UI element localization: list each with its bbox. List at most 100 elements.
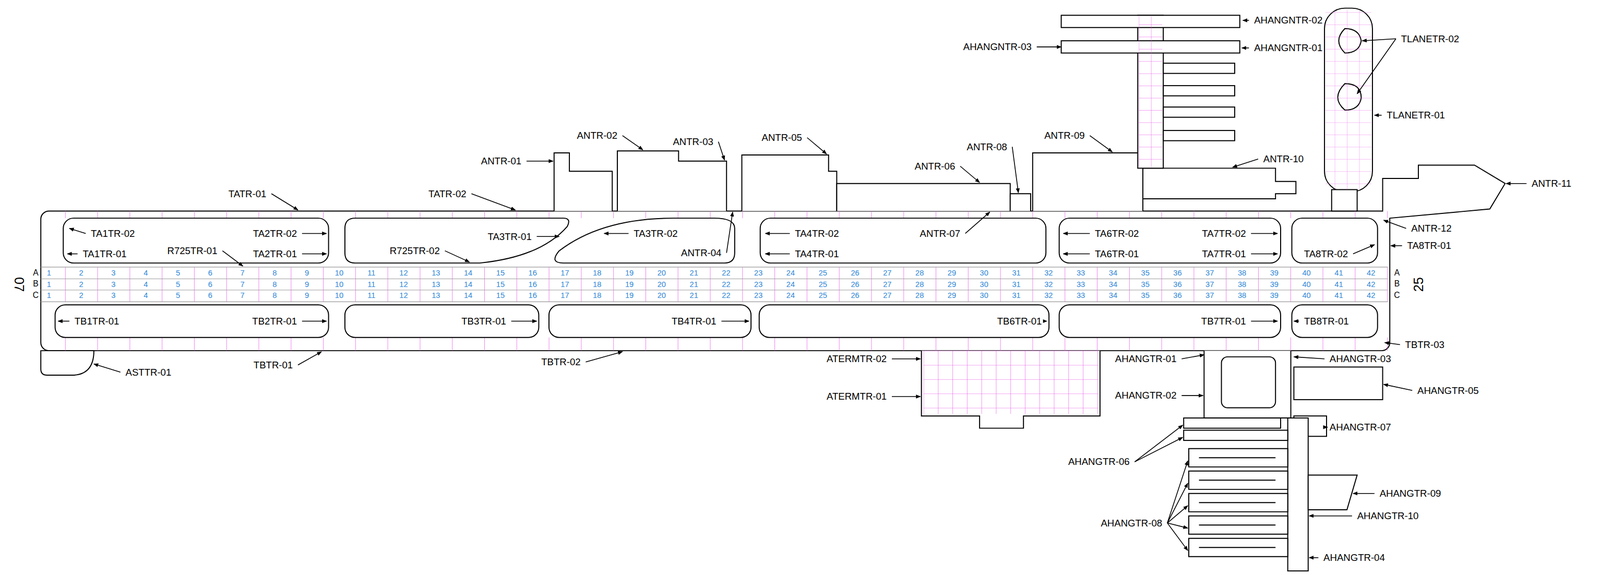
callout-label: TB3TR-01: [460, 316, 508, 327]
row-letter: A: [1394, 269, 1400, 278]
callout-label: ANTR-11: [1530, 178, 1573, 189]
panel-number: 5: [175, 291, 181, 300]
panel-number: 17: [560, 269, 569, 278]
panel-number: 16: [528, 291, 537, 300]
panel-number: 12: [399, 280, 408, 289]
panel-number: 15: [496, 269, 505, 278]
panel-number: 31: [1011, 269, 1021, 278]
row-letter: C: [32, 291, 39, 301]
row-letter: C: [1393, 291, 1400, 301]
panel-number: 40: [1302, 269, 1311, 278]
row-letter: B: [1394, 280, 1400, 289]
callout-label: R725TR-02: [388, 245, 441, 256]
panel-number: 24: [786, 291, 795, 300]
callout-label: TA6TR-01: [1093, 248, 1140, 259]
callout-label: ASTTR-01: [124, 367, 173, 378]
panel-number: 35: [1141, 291, 1150, 300]
panel-number: 8: [272, 280, 277, 289]
panel-number: 5: [175, 280, 181, 289]
panel-number: 36: [1173, 291, 1182, 300]
panel-number: 10: [335, 291, 344, 300]
callout-label: TA2TR-01: [252, 248, 298, 259]
panel-number: 12: [399, 269, 408, 278]
panel-number: 11: [367, 269, 376, 278]
callout-label: ANTR-10: [1262, 154, 1305, 165]
panel-number: 1: [46, 269, 52, 278]
panel-number: 7: [240, 269, 245, 278]
callout-label: AHANGTR-08: [1100, 518, 1164, 529]
callout-label: AHANGTR-06: [1067, 457, 1131, 468]
callout-label: ANTR-03: [671, 136, 714, 147]
callout-label: TB1TR-01: [73, 316, 121, 327]
panel-number: 9: [304, 291, 309, 300]
row-letter: B: [32, 280, 39, 289]
panel-number: 4: [143, 269, 148, 278]
panel-number: 37: [1205, 269, 1214, 278]
callout-label: AHANGNTR-02: [1252, 15, 1324, 26]
callout-label: ANTR-09: [1043, 130, 1086, 141]
callout-label: R725TR-01: [166, 245, 219, 256]
panel-number: 7: [240, 291, 245, 300]
panel-number: 30: [980, 269, 989, 278]
panel-number: 34: [1108, 269, 1118, 278]
callout-label: ANTR-08: [965, 141, 1009, 152]
panel-number: 11: [367, 280, 376, 289]
callout-label: TLANETR-02: [1400, 33, 1461, 44]
panel-number: 3: [111, 291, 116, 300]
panel-number: 11: [367, 291, 376, 300]
panel-number: 1: [46, 291, 52, 300]
callout-label: TLANETR-01: [1385, 110, 1446, 121]
panel-number: 13: [431, 269, 440, 278]
panel-number: 36: [1173, 280, 1182, 289]
panel-number: 24: [786, 269, 795, 278]
panel-number: 32: [1044, 269, 1053, 278]
panel-number: 37: [1205, 291, 1214, 300]
panel-number: 38: [1237, 291, 1247, 300]
panel-number: 4: [143, 291, 148, 300]
callout-label: ATERMTR-01: [825, 391, 888, 402]
panel-number: 13: [431, 280, 440, 289]
callout-label: TB7TR-01: [1200, 316, 1248, 327]
panel-number: 8: [272, 269, 277, 278]
panel-number: 23: [754, 291, 763, 300]
panel-number: 25: [818, 291, 828, 300]
panel-number: 4: [143, 280, 148, 289]
panel-number: 34: [1108, 291, 1118, 300]
callout-label: ANTR-02: [576, 130, 619, 141]
callout-label: TA1TR-02: [89, 228, 136, 239]
panel-number: 24: [786, 280, 795, 289]
panel-number: 39: [1270, 269, 1279, 278]
callout-label: AHANGNTR-01: [1252, 43, 1324, 54]
callout-label: TB8TR-01: [1303, 316, 1351, 327]
panel-number: 25: [818, 269, 828, 278]
callout-label: TA8TR-02: [1303, 248, 1349, 259]
callout-label: ANTR-12: [1410, 223, 1453, 234]
callout-label: TBTR-02: [540, 356, 582, 367]
panel-number: 12: [399, 291, 408, 300]
panel-number: 13: [431, 291, 440, 300]
callout-label: AHANGTR-10: [1356, 510, 1420, 521]
panel-number: 14: [463, 280, 473, 289]
panel-number: 27: [882, 280, 892, 289]
panel-number: 29: [947, 269, 957, 278]
panel-number: 41: [1334, 269, 1343, 278]
panel-number: 41: [1334, 280, 1343, 289]
panel-number: 38: [1237, 280, 1247, 289]
panel-number: 23: [754, 269, 763, 278]
panel-number: 29: [947, 291, 957, 300]
panel-number: 31: [1011, 280, 1021, 289]
runway-designator: 25: [1411, 277, 1425, 292]
panel-number: 42: [1366, 269, 1376, 278]
panel-number: 22: [721, 269, 731, 278]
callout-label: TB4TR-01: [670, 316, 718, 327]
panel-number: 28: [915, 280, 924, 289]
panel-number: 2: [79, 291, 84, 300]
panel-number: 39: [1270, 280, 1279, 289]
panel-number: 31: [1011, 291, 1021, 300]
panel-number: 19: [625, 269, 634, 278]
callout-label: ANTR-04: [679, 247, 723, 258]
panel-number: 2: [79, 280, 84, 289]
panel-number: 41: [1334, 291, 1343, 300]
panel-number: 40: [1302, 291, 1311, 300]
